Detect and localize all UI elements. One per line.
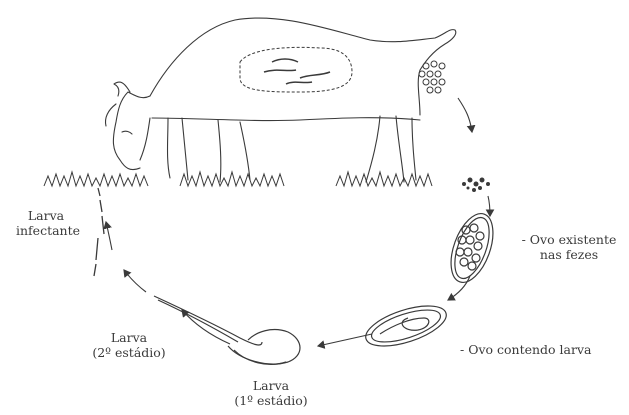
label-ovo-fezes-line1: - Ovo existente	[512, 232, 626, 247]
goat-figure	[105, 18, 455, 182]
label-larva-2: Larva (2º estádio)	[84, 330, 174, 360]
label-larva-1-line1: Larva	[226, 378, 316, 393]
egg-scatter	[462, 178, 490, 193]
infective-larva	[94, 188, 104, 276]
label-larva-infectante: Larva infectante	[16, 208, 76, 238]
label-ovo-fezes-line2: nas fezes	[512, 247, 626, 262]
label-ovo-larva: - Ovo contendo larva	[460, 342, 592, 357]
label-larva-1: Larva (1º estádio)	[226, 378, 316, 408]
worms-in-intestine	[240, 47, 352, 92]
grass-tufts	[44, 172, 432, 186]
cycle-arrows	[106, 98, 490, 346]
label-larva-2-line1: Larva	[84, 330, 174, 345]
label-larva-2-line2: (2º estádio)	[84, 345, 174, 360]
egg-with-larva	[361, 298, 451, 354]
label-larva-infectante-line2: infectante	[16, 223, 76, 238]
label-larva-1-line2: (1º estádio)	[226, 393, 316, 408]
label-larva-infectante-line1: Larva	[16, 208, 76, 223]
label-ovo-fezes: - Ovo existente nas fezes	[512, 232, 626, 262]
egg-in-feces	[443, 208, 501, 288]
larva-first-stage	[228, 330, 300, 365]
egg-cluster	[419, 61, 445, 93]
